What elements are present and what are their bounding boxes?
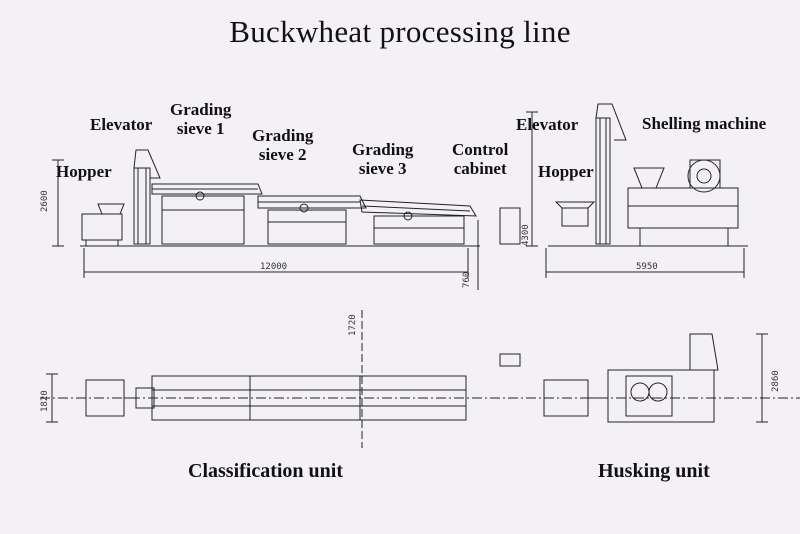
- husking-plan-drawing: [543, 333, 719, 423]
- hopper-left-drawing: [81, 203, 125, 246]
- elevator-right-drawing: [595, 103, 627, 245]
- label-elevator-left: Elevator: [90, 115, 153, 134]
- dim-length-right: 5950: [636, 262, 658, 272]
- dim-plan-offset: 1720: [348, 314, 358, 336]
- label-grading-sieve-1: Grading sieve 1: [170, 100, 232, 138]
- label-grading-sieve-2: Grading sieve 2: [252, 126, 314, 164]
- grading-sieve-3-drawing: [359, 199, 477, 245]
- dim-height-right: 4300: [521, 224, 531, 246]
- diagram-title: Buckwheat processing line: [229, 14, 571, 49]
- label-hopper-left: Hopper: [56, 162, 112, 181]
- dim-plan-width-right: 2860: [771, 370, 781, 392]
- dim-length-left: 12000: [260, 262, 287, 272]
- control-cabinet-drawing: [499, 207, 521, 245]
- label-hopper-right: Hopper: [538, 162, 594, 181]
- caption-classification-unit: Classification unit: [188, 460, 344, 482]
- label-shelling-machine: Shelling machine: [642, 114, 767, 133]
- grading-sieve-1-drawing: [151, 183, 263, 245]
- dim-plan-width-left: 1820: [40, 390, 50, 412]
- dim-height-left: 2600: [40, 190, 50, 212]
- shelling-machine-drawing: [627, 159, 739, 246]
- dim-gap: 760: [462, 272, 472, 288]
- label-grading-sieve-3: Grading sieve 3: [352, 140, 414, 178]
- hopper-right-drawing: [554, 201, 596, 227]
- caption-husking-unit: Husking unit: [598, 460, 710, 482]
- label-control-cabinet: Control cabinet: [452, 140, 509, 178]
- label-elevator-right: Elevator: [516, 115, 579, 134]
- elevator-left-drawing: [133, 149, 161, 245]
- grading-sieve-2-drawing: [257, 195, 367, 245]
- classification-plan-drawing: [85, 310, 521, 448]
